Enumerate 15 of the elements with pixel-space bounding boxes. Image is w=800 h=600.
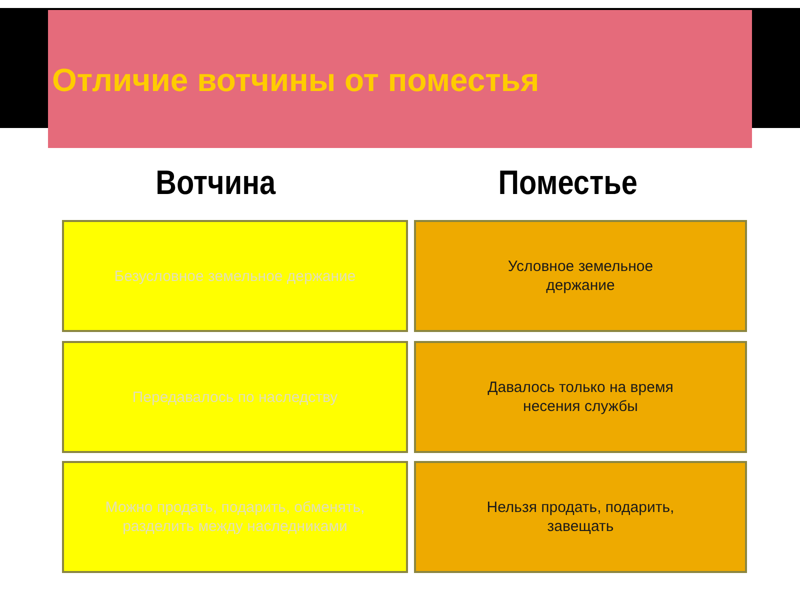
column-heading: Поместье	[498, 164, 638, 203]
comparison-box	[62, 341, 408, 453]
box-text: Можно продать, подарить, обменять, разделить между наследниками	[104, 498, 366, 536]
comparison-box	[414, 461, 747, 573]
comparison-box	[414, 220, 747, 332]
box-text: Безусловное земельное держание	[114, 266, 356, 286]
box-text: Давалось только на время несения службы	[486, 378, 674, 416]
box-text: Передавалось по наследству	[132, 388, 338, 406]
box-text: Нельзя продать, подарить, завещать	[486, 498, 676, 536]
column-heading: Вотчина	[156, 164, 276, 203]
comparison-box	[62, 220, 408, 332]
comparison-box	[414, 341, 747, 453]
title: Отличие вотчины от поместья	[52, 62, 540, 99]
box-text: Условное земельное держание	[506, 257, 654, 295]
comparison-box	[62, 461, 408, 573]
